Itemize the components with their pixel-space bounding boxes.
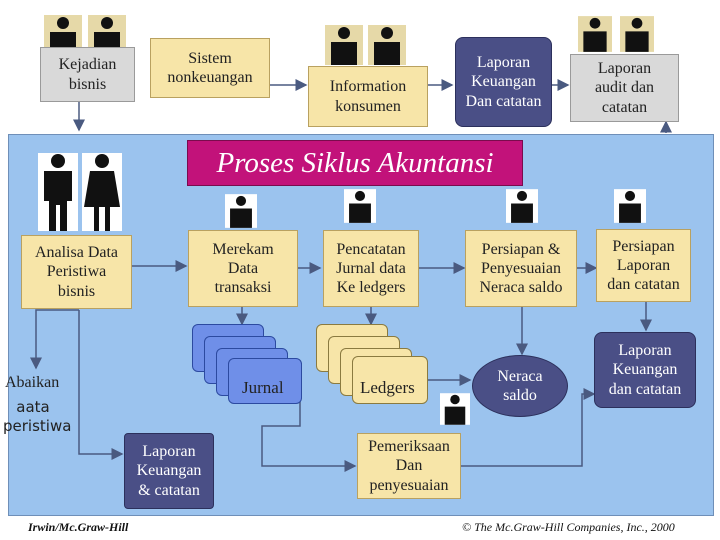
persiapan-penyesuaian-box: Persiapan & Penyesuaian Neraca saldo bbox=[465, 230, 577, 307]
arrow-to-pemeriksaan bbox=[261, 400, 357, 472]
sistem-nonkeuangan-box: Sistem nonkeuangan bbox=[150, 38, 270, 98]
person-icon bbox=[620, 16, 654, 52]
pemeriksaan-box: Pemeriksaan Dan penyesuaian bbox=[357, 433, 461, 499]
abaikan-label: Abaikan bbox=[5, 374, 60, 391]
person-icon bbox=[368, 25, 406, 65]
analisa-box: Analisa Data Peristiwa bisnis bbox=[21, 235, 132, 309]
person-icon bbox=[344, 189, 376, 223]
footer-publisher: Irwin/Mc.Graw-Hill bbox=[28, 520, 129, 534]
arrow-analisa-laporanbottom bbox=[78, 310, 124, 460]
person-icon bbox=[506, 189, 538, 223]
person-icon bbox=[440, 393, 470, 425]
laporan-keuangan-right-box: Laporan Keuangan dan catatan bbox=[594, 332, 696, 408]
ledgers-stack-front bbox=[352, 356, 428, 404]
kejadian-bisnis-box: Kejadian bisnis bbox=[40, 47, 135, 102]
jurnal-label: Jurnal bbox=[242, 378, 284, 397]
woman-icon bbox=[82, 153, 122, 231]
aata-peristiwa-label: aata peristiwa bbox=[3, 398, 72, 435]
laporan-keuangan-bottom-box: Laporan Keuangan & catatan bbox=[124, 433, 214, 509]
laporan-keuangan-top-box: Laporan Keuangan Dan catatan bbox=[455, 37, 552, 127]
laporan-audit-box: Laporan audit dan catatan bbox=[570, 54, 679, 122]
jurnal-stack-front bbox=[228, 358, 302, 404]
person-icon bbox=[578, 16, 612, 52]
arrow-pemeriksaan-laporan bbox=[461, 388, 596, 467]
process-title: Proses Siklus Akuntansi bbox=[187, 140, 523, 186]
man-icon bbox=[38, 153, 78, 231]
neraca-saldo-oval: Neraca saldo bbox=[472, 355, 568, 417]
pencatatan-box: Pencatatan Jurnal data Ke ledgers bbox=[323, 230, 419, 307]
information-konsumen-box: Information konsumen bbox=[308, 66, 428, 127]
merekam-box: Merekam Data transaksi bbox=[188, 230, 298, 307]
person-icon bbox=[614, 189, 646, 223]
persiapan-laporan-box: Persiapan Laporan dan catatan bbox=[596, 229, 691, 302]
person-icon bbox=[225, 194, 257, 228]
person-icon bbox=[325, 25, 363, 65]
arrow-analisa-abaikan bbox=[30, 309, 79, 370]
footer-copyright: © The Mc.Graw-Hill Companies, Inc., 2000 bbox=[462, 520, 675, 534]
ledgers-label: Ledgers bbox=[360, 378, 415, 397]
